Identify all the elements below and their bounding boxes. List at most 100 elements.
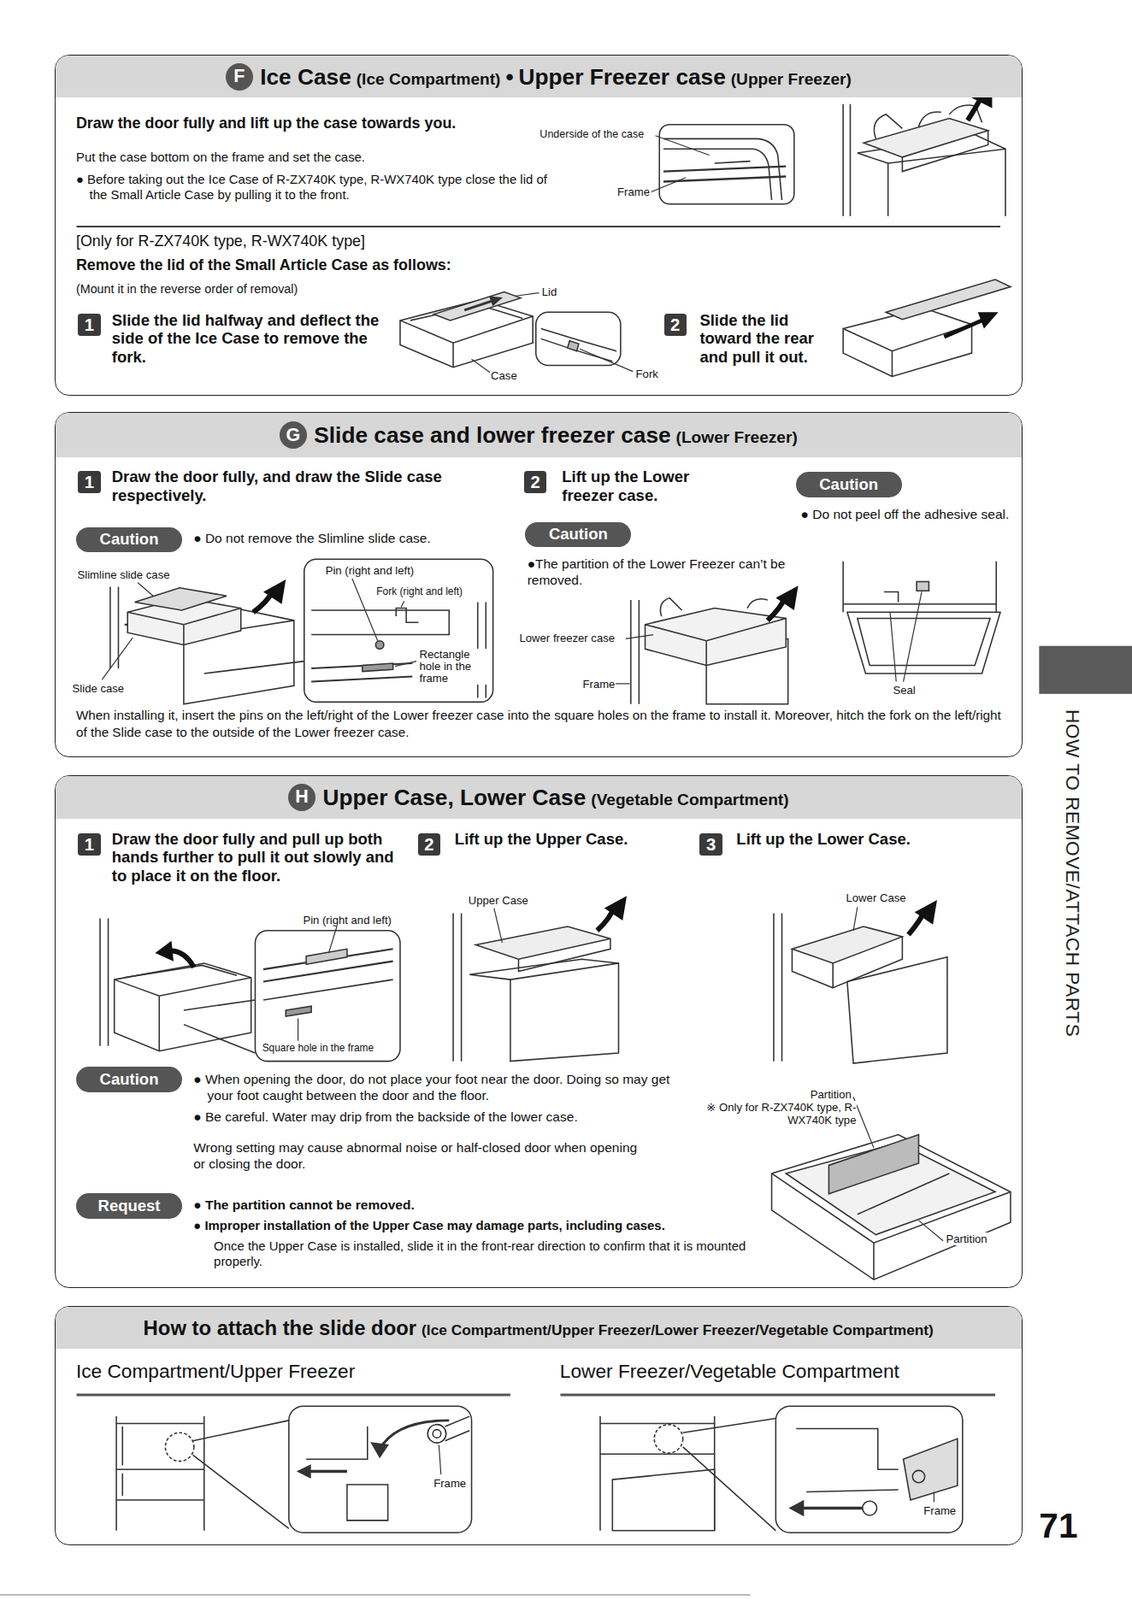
fridge-drawing: [600, 1416, 715, 1532]
step-instruction: Lift up the Lower freezer case.: [561, 467, 731, 506]
slide-door-inset: [347, 1485, 389, 1522]
divider-line: [76, 225, 1001, 228]
lower-case-drawing: [791, 949, 833, 988]
seal-drawing: [847, 612, 1001, 674]
seal-drawing: [916, 582, 929, 592]
slide-case-drawing: [135, 588, 227, 611]
square-hole-inset: [306, 949, 348, 965]
lower-freezer-drawing: [660, 598, 767, 617]
subheading: Ice Compartment/Upper Freezer: [76, 1360, 510, 1385]
section-panel: Slide case and lower freezer case(Lower …: [54, 412, 1023, 758]
instruction-heading: Remove the lid of the Small Article Case…: [76, 256, 538, 276]
fridge-drawing: [193, 1420, 289, 1530]
lower-case-drawing: [773, 913, 783, 1062]
step-number: 2: [664, 313, 687, 337]
side-tab: [1038, 646, 1132, 695]
pin-fork-inset: [304, 559, 494, 702]
pin-fork-inset: [362, 663, 394, 673]
seal-drawing: [857, 618, 991, 666]
upper-case-drawing: [518, 938, 610, 972]
lid-removal-drawing: [843, 279, 1011, 377]
section-heading: (Ice Compartment): [356, 70, 502, 89]
lift-arrow: [596, 896, 627, 932]
pin-fork-inset: [304, 559, 494, 702]
badge-text: 2: [670, 316, 680, 334]
slide-case-drawing: [127, 608, 242, 646]
fork-inset: [541, 328, 617, 351]
badge-text: 1: [84, 473, 95, 491]
upper-freezer-drawing: [843, 104, 1006, 217]
step-instruction: Lift up the Upper Case.: [454, 830, 696, 850]
lower-freezer-drawing: [645, 618, 787, 666]
section-heading: (Lower Freezer): [676, 428, 798, 448]
part-label: Fork: [635, 367, 660, 381]
fork-inset: [536, 312, 621, 366]
slide-door-inset: [795, 1428, 898, 1470]
fridge-drawing: [683, 1418, 777, 1531]
partition-case-drawing: [772, 1135, 1011, 1281]
slide-case-drawing: [110, 586, 305, 704]
fridge-drawing: [116, 1416, 289, 1532]
leader-line: [297, 1018, 299, 1041]
step-instruction: Draw the door fully and pull up both han…: [112, 830, 411, 885]
part-label: Lid: [541, 285, 559, 299]
small-article-case: [400, 300, 533, 368]
lower-freezer-drawing: [645, 608, 787, 667]
slide-door-inset: [288, 1406, 472, 1533]
slide-door-inset: [379, 1420, 449, 1450]
section-heading: How to attach the slide door: [143, 1316, 417, 1340]
part-label: Rectangle hole in the frame: [418, 648, 492, 684]
step-number: 2: [418, 833, 441, 856]
step-instruction: Slide the lid toward the rear and pull i…: [699, 311, 841, 367]
instruction-heading: Draw the door fully and lift up the case…: [76, 114, 544, 134]
request-note: ● Improper installation of the Upper Cas…: [193, 1218, 766, 1234]
pin-fork-inset: [395, 608, 419, 624]
caution-note: ● Do not peel off the adhesive seal.: [801, 507, 1016, 524]
leader-line: [101, 637, 133, 680]
case-underside-inset: [659, 124, 795, 205]
slide-door-inset: [306, 1426, 368, 1460]
bullet-note: ● Before taking out the Ice Case of R-ZX…: [76, 171, 549, 203]
fridge-drawing: [121, 1426, 124, 1497]
upper-case-drawing: [510, 963, 620, 1062]
vegetable-drawer-drawing: [100, 918, 255, 1054]
slide-door-inset: [310, 1470, 348, 1474]
vegetable-drawer-drawing: [114, 978, 252, 1052]
slide-door-inset: [445, 1416, 471, 1442]
badge-text: H: [294, 788, 309, 807]
seal-drawing: [843, 561, 1001, 674]
step-number: 1: [77, 833, 101, 856]
body-text: Once the Upper Case is installed, slide …: [213, 1238, 755, 1271]
footer-rule: [0, 1594, 750, 1596]
leader-line: [933, 1491, 935, 1503]
section-panel: Ice Case(Ice Compartment)•Upper Freezer …: [54, 54, 1023, 396]
section-tab-title: HOW TO REMOVE/ATTACH PARTS: [1061, 709, 1085, 1038]
leader-line: [137, 583, 154, 597]
part-label: Slimline slide case: [76, 568, 171, 582]
part-label: Fork (right and left): [375, 586, 464, 599]
upper-freezer-drawing: [888, 148, 1006, 217]
badge-text: Request: [98, 1198, 161, 1215]
slide-door-inset: [371, 1443, 389, 1458]
part-label: Pin (right and left): [324, 564, 416, 578]
caution-note: ● Be careful. Water may drip from the ba…: [193, 1109, 673, 1127]
step-number: 2: [524, 471, 547, 494]
part-label: Frame: [432, 1477, 467, 1491]
leader-line: [903, 591, 922, 682]
badge-text: Caution: [100, 531, 160, 549]
small-article-case: [464, 300, 492, 311]
step-instruction: Slide the lid halfway and deflect the si…: [112, 311, 390, 367]
badge-text: Caution: [100, 1072, 160, 1089]
leader-line: [328, 926, 337, 954]
fridge-drawing: [116, 1416, 205, 1532]
leader-line: [395, 661, 417, 667]
lift-arrow: [914, 900, 938, 926]
slide-door-inset: [432, 1430, 442, 1439]
part-label: Upper Case: [467, 894, 530, 908]
upper-freezer-drawing: [873, 112, 941, 139]
badge-text: 3: [706, 836, 716, 854]
part-label: Slide case: [71, 682, 126, 696]
part-label: ※ Only for R-ZX740K type, R-WX740K type: [700, 1101, 857, 1127]
section-heading: Upper Freezer case: [518, 64, 726, 90]
pin-fork-inset: [375, 641, 384, 650]
